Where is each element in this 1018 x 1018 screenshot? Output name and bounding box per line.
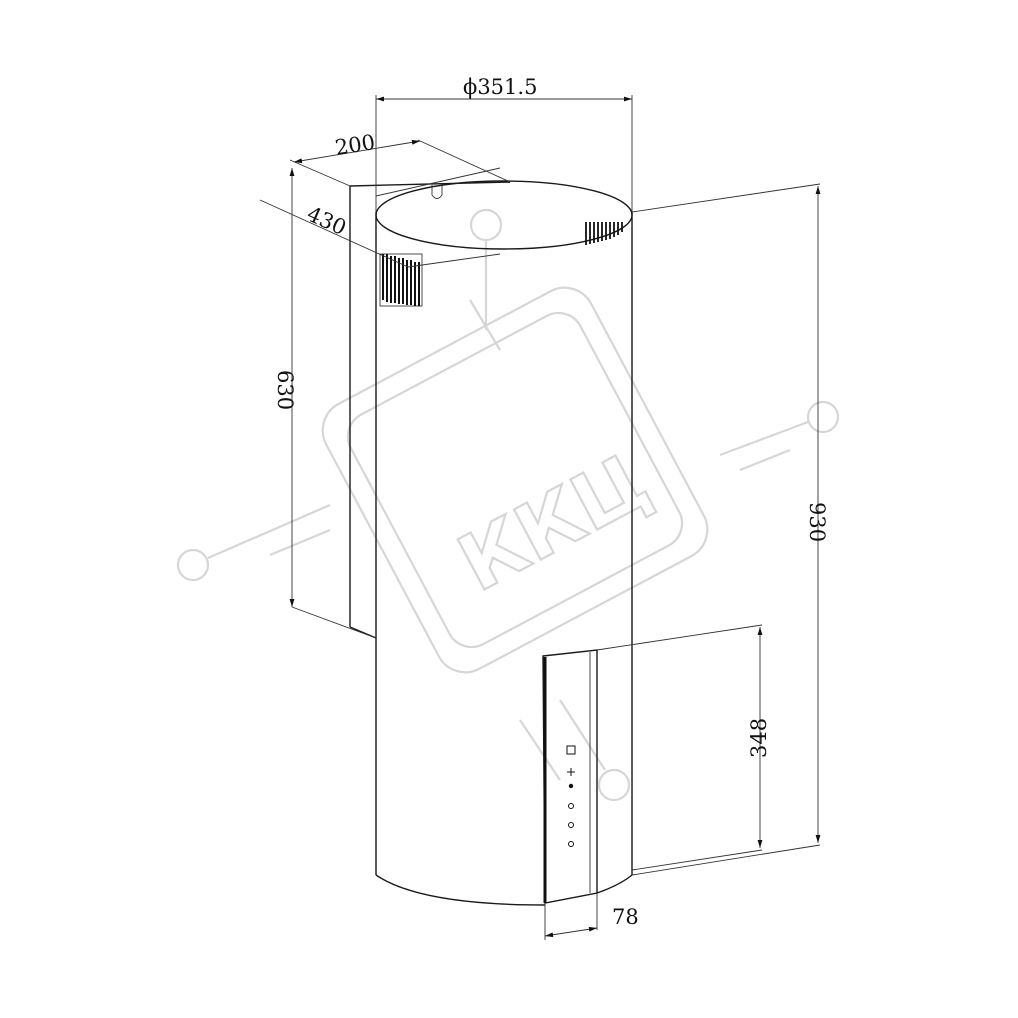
diameter-label: ϕ351.5: [463, 75, 537, 99]
dimension-panel-width: 78: [544, 893, 639, 940]
total-height-label: 930: [805, 502, 829, 542]
panel-height-label: 348: [747, 718, 771, 758]
control-dot-icon: [568, 783, 574, 789]
vent-grille-right: [585, 222, 623, 245]
power-button-icon: [566, 745, 576, 755]
dimension-bracket-depth: 200: [289, 130, 511, 187]
speed-3-icon: [568, 841, 574, 847]
plus-button-icon: [567, 768, 575, 776]
speed-2-icon: [568, 822, 574, 828]
dimension-panel-height: 348: [596, 624, 771, 871]
control-panel: [542, 649, 598, 904]
bracket-height-label: 630: [273, 370, 297, 410]
bracket-depth-label: 200: [333, 130, 376, 160]
vent-grille-left: [379, 253, 423, 307]
panel-width-label: 78: [612, 905, 639, 929]
bracket-width-label: 430: [303, 202, 349, 240]
speed-1-icon: [568, 803, 574, 809]
watermark-logo: ККЦ: [176, 208, 840, 802]
dimension-diameter: ϕ351.5: [375, 75, 633, 212]
watermark-text: ККЦ: [445, 436, 664, 609]
dimension-bracket-height: 630: [273, 168, 377, 639]
dimension-total-height: 930: [631, 183, 829, 876]
